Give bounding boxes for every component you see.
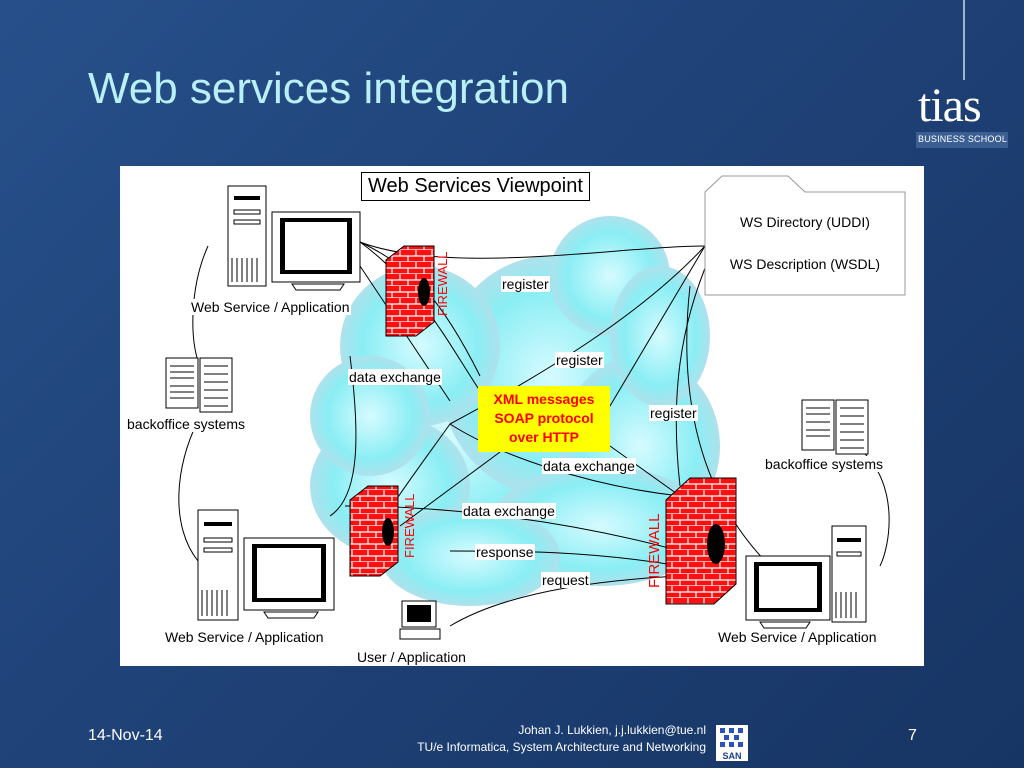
xml-line-2: SOAP protocol	[494, 410, 594, 426]
edge-register-3: register	[649, 405, 698, 421]
logo-word: tias	[918, 79, 982, 132]
web-services-diagram: Web Services Viewpoint WS Directory (UDD…	[120, 166, 924, 666]
label-user-app: User / Application	[356, 649, 467, 665]
san-logo-text: SAN	[722, 751, 742, 761]
author-line-2: TU/e Informatica, System Architecture an…	[417, 740, 706, 754]
edge-response: response	[475, 544, 535, 560]
edge-data-exchange-2: data exchange	[542, 458, 636, 474]
edge-register-2: register	[555, 352, 604, 368]
label-ws-top-left: Web Service / Application	[190, 299, 351, 315]
label-backoffice-left: backoffice systems	[126, 416, 247, 432]
ws-directory: WS Directory (UDDI) WS Description (WSDL…	[705, 192, 905, 295]
workstation-top-left	[227, 185, 361, 291]
page-number: 7	[908, 727, 917, 744]
workstation-bottom-left	[197, 509, 335, 621]
firewall-top	[385, 245, 435, 337]
firewall-label-bottom-left: FIREWALL	[402, 493, 417, 558]
slide-title: Web services integration	[88, 64, 569, 113]
san-logo-graphic	[720, 728, 743, 747]
firewall-bottom-right	[665, 477, 737, 605]
directory-folder	[704, 175, 906, 296]
backoffice-server-left	[165, 357, 233, 413]
xml-line-1: XML messages	[493, 391, 595, 407]
edge-request: request	[541, 572, 590, 588]
backoffice-server-right	[801, 399, 869, 455]
firewall-label-bottom-right: FIREWALL	[646, 513, 663, 588]
label-ws-bottom-right: Web Service / Application	[717, 629, 878, 645]
footer-date: 14-Nov-14	[88, 727, 163, 744]
edge-register-1: register	[501, 276, 550, 292]
firewall-label-top: FIREWALL	[435, 251, 450, 316]
footer-author: Johan J. Lukkien, j.j.lukkien@tue.nl TU/…	[360, 722, 706, 756]
directory-line-1: WS Directory (UDDI)	[740, 214, 870, 230]
logo-bar	[916, 132, 1008, 148]
tias-logo: tias BUSINESS SCHOOL	[916, 79, 1008, 150]
author-line-1: Johan J. Lukkien, j.j.lukkien@tue.nl	[518, 723, 706, 737]
firewall-bottom-left	[349, 485, 399, 577]
user-pc	[399, 600, 441, 640]
label-ws-bottom-left: Web Service / Application	[164, 629, 325, 645]
label-backoffice-right: backoffice systems	[764, 456, 885, 472]
edge-data-exchange-3: data exchange	[462, 503, 556, 519]
xml-messages-box: XML messages SOAP protocol over HTTP	[478, 386, 610, 452]
directory-line-2: WS Description (WSDL)	[729, 256, 881, 272]
edge-data-exchange-1: data exchange	[348, 369, 442, 385]
viewpoint-title: Web Services Viewpoint	[361, 172, 590, 201]
logo-subtitle: BUSINESS SCHOOL	[918, 134, 1008, 144]
xml-line-3: over HTTP	[508, 429, 579, 445]
top-divider-line	[963, 0, 965, 80]
workstation-bottom-right	[745, 525, 867, 629]
san-logo: SAN	[716, 725, 748, 761]
